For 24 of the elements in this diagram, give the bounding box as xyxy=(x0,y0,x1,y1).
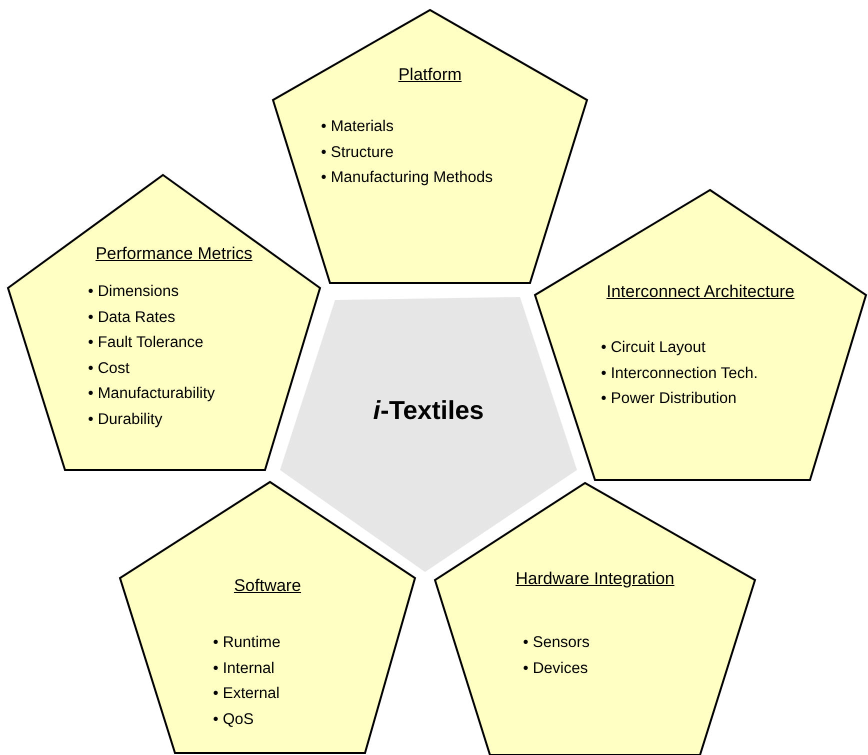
bullet-item: • Devices xyxy=(523,658,588,678)
section-heading: Platform xyxy=(397,65,463,85)
bullet-item: • Circuit Layout xyxy=(601,338,706,358)
section-heading: Performance Metrics xyxy=(94,244,254,264)
bullet-item: • External xyxy=(213,684,280,704)
section-heading: Software xyxy=(232,576,302,596)
bullet-item: • Runtime xyxy=(213,633,280,653)
bullet-item: • Fault Tolerance xyxy=(88,333,204,353)
bullet-item: • Sensors xyxy=(523,633,590,653)
center-title: i-Textiles xyxy=(372,395,485,426)
bullet-item: • Manufacturability xyxy=(88,384,215,404)
bullet-item: • Internal xyxy=(213,658,274,678)
bullet-item: • Durability xyxy=(88,410,162,430)
section-heading: Interconnect Architecture xyxy=(605,282,796,302)
bullet-item: • QoS xyxy=(213,710,254,730)
bullet-item: • Data Rates xyxy=(88,308,176,328)
bullet-item: • Structure xyxy=(321,142,394,162)
bullet-item: • Cost xyxy=(88,358,130,378)
bullet-item: • Power Distribution xyxy=(601,389,737,409)
bullet-item: • Dimensions xyxy=(88,282,179,302)
bullet-item: • Materials xyxy=(321,117,394,137)
bullet-item: • Manufacturing Methods xyxy=(321,168,493,188)
bullet-item: • Interconnection Tech. xyxy=(601,364,758,384)
section-heading: Hardware Integration xyxy=(514,569,676,589)
